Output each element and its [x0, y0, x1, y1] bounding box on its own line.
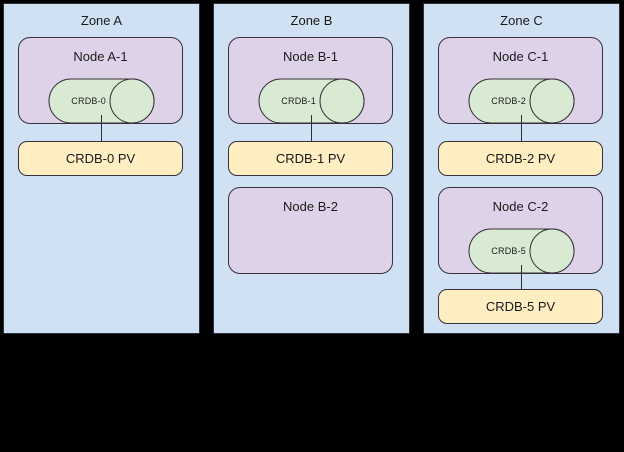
cylinder-shape-icon — [48, 78, 155, 124]
zone-title-b: Zone B — [290, 13, 333, 28]
database-cylinder-crdb-0[interactable]: CRDB-0 — [48, 78, 155, 124]
connector-node-c-1-to-pv — [521, 115, 522, 141]
cylinder-shape-icon — [468, 78, 575, 124]
zone-panel-c[interactable]: Zone C Node C-1 CRDB-2 CRDB-2 PV Node C-… — [423, 3, 620, 334]
node-title-c-1: Node C-1 — [492, 49, 549, 64]
zone-panel-a[interactable]: Zone A Node A-1 CRDB-0 CRDB-0 PV — [3, 3, 200, 334]
cylinder-shape-icon — [258, 78, 365, 124]
pv-box-crdb-5-pv[interactable]: CRDB-5 PV — [438, 289, 603, 324]
database-cylinder-crdb-2[interactable]: CRDB-2 — [468, 78, 575, 124]
pv-label-crdb-1-pv: CRDB-1 PV — [275, 150, 346, 166]
node-box-b-2[interactable]: Node B-2 — [228, 187, 393, 274]
pv-box-crdb-2-pv[interactable]: CRDB-2 PV — [438, 141, 603, 176]
node-title-b-1: Node B-1 — [283, 49, 338, 64]
pv-box-crdb-0-pv[interactable]: CRDB-0 PV — [18, 141, 183, 176]
node-title-a-1: Node A-1 — [73, 49, 128, 64]
node-title-b-2: Node B-2 — [283, 199, 338, 214]
node-box-c-2[interactable]: Node C-2 CRDB-5 — [438, 187, 603, 274]
database-cylinder-crdb-5[interactable]: CRDB-5 — [468, 228, 575, 274]
connector-node-a-1-to-pv — [101, 115, 102, 141]
pv-label-crdb-0-pv: CRDB-0 PV — [65, 150, 136, 166]
zone-panel-b[interactable]: Zone B Node B-1 CRDB-1 CRDB-1 PV Node B-… — [213, 3, 410, 334]
database-label-crdb-2: CRDB-2 — [491, 96, 527, 106]
database-label-crdb-0: CRDB-0 — [71, 96, 107, 106]
database-cylinder-crdb-1[interactable]: CRDB-1 — [258, 78, 365, 124]
pv-label-crdb-2-pv: CRDB-2 PV — [485, 150, 556, 166]
node-box-c-1[interactable]: Node C-1 CRDB-2 — [438, 37, 603, 124]
zone-title-a: Zone A — [80, 13, 123, 28]
cylinder-shape-icon — [468, 228, 575, 274]
zone-title-c: Zone C — [500, 13, 543, 28]
database-label-crdb-5: CRDB-5 — [491, 246, 527, 256]
pv-box-crdb-1-pv[interactable]: CRDB-1 PV — [228, 141, 393, 176]
node-box-a-1[interactable]: Node A-1 CRDB-0 — [18, 37, 183, 124]
connector-node-c-2-to-pv — [521, 265, 522, 289]
pv-label-crdb-5-pv: CRDB-5 PV — [485, 298, 556, 314]
database-label-crdb-1: CRDB-1 — [281, 96, 317, 106]
node-title-c-2: Node C-2 — [492, 199, 549, 214]
node-box-b-1[interactable]: Node B-1 CRDB-1 — [228, 37, 393, 124]
connector-node-b-1-to-pv — [311, 115, 312, 141]
